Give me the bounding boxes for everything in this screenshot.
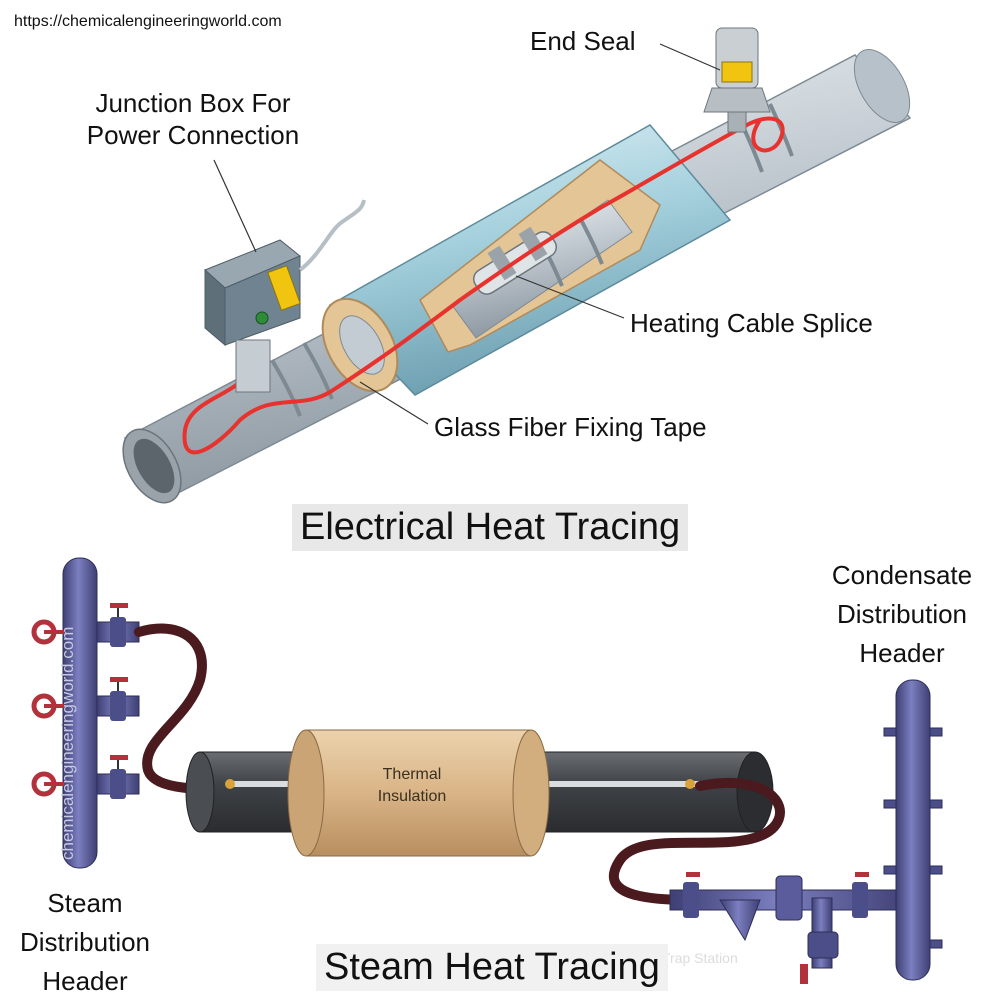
label-condensate-header: Condensate Distribution Header	[812, 556, 992, 673]
electrical-title: Electrical Heat Tracing	[292, 504, 689, 551]
pipe-far-end	[853, 49, 911, 123]
thermal-insulation	[305, 729, 532, 857]
label-steam-line2: Distribution	[19, 927, 151, 957]
label-steam-header: Steam Distribution Header	[10, 884, 160, 1001]
steam-tracer-inlet	[134, 623, 255, 795]
label-thermal-insulation: Thermal Insulation	[352, 764, 472, 808]
label-thermal-line2: Insulation	[377, 788, 447, 805]
thermal-insulation-right	[512, 729, 550, 857]
trap-station	[669, 872, 911, 984]
label-glass-fiber-tape: Glass Fiber Fixing Tape	[434, 412, 707, 442]
process-pipe-left-end	[185, 751, 215, 833]
label-junction-box: Junction Box For Power Connection	[70, 88, 316, 151]
label-junction-line2: Power Connection	[86, 119, 300, 150]
source-url: https://chemicalengineeringworld.com	[14, 13, 282, 30]
label-heating-cable-splice: Heating Cable Splice	[630, 308, 873, 338]
leader-lines	[213, 43, 721, 425]
label-condensate-line2: Distribution	[836, 599, 968, 629]
watermark: chemicalengineeringworld.com	[58, 626, 77, 860]
label-trap-station: Trap Station	[662, 950, 738, 966]
steam-title: Steam Heat Tracing	[316, 944, 668, 991]
label-steam-line3: Header	[42, 966, 128, 996]
indicator-light	[255, 311, 269, 325]
label-steam-line1: Steam	[47, 888, 123, 918]
thermal-insulation-left	[287, 729, 325, 857]
label-junction-line1: Junction Box For	[95, 88, 291, 118]
steam-header-valves	[31, 603, 140, 799]
label-condensate-line1: Condensate	[831, 560, 973, 590]
label-end-seal: End Seal	[530, 26, 636, 56]
label-condensate-line3: Header	[859, 638, 945, 668]
heating-cable	[182, 116, 785, 455]
condensate-header-stubs	[883, 727, 943, 949]
condensate-header	[895, 679, 931, 981]
condensate-return	[609, 777, 785, 905]
end-seal	[703, 27, 771, 133]
junction-box	[204, 199, 366, 393]
label-thermal-line1: Thermal	[382, 766, 442, 783]
steam-assembly	[31, 557, 943, 984]
insulation-ring-inner	[339, 315, 385, 375]
electrical-pipe-assembly	[122, 27, 912, 504]
pipe-bore	[133, 438, 175, 494]
